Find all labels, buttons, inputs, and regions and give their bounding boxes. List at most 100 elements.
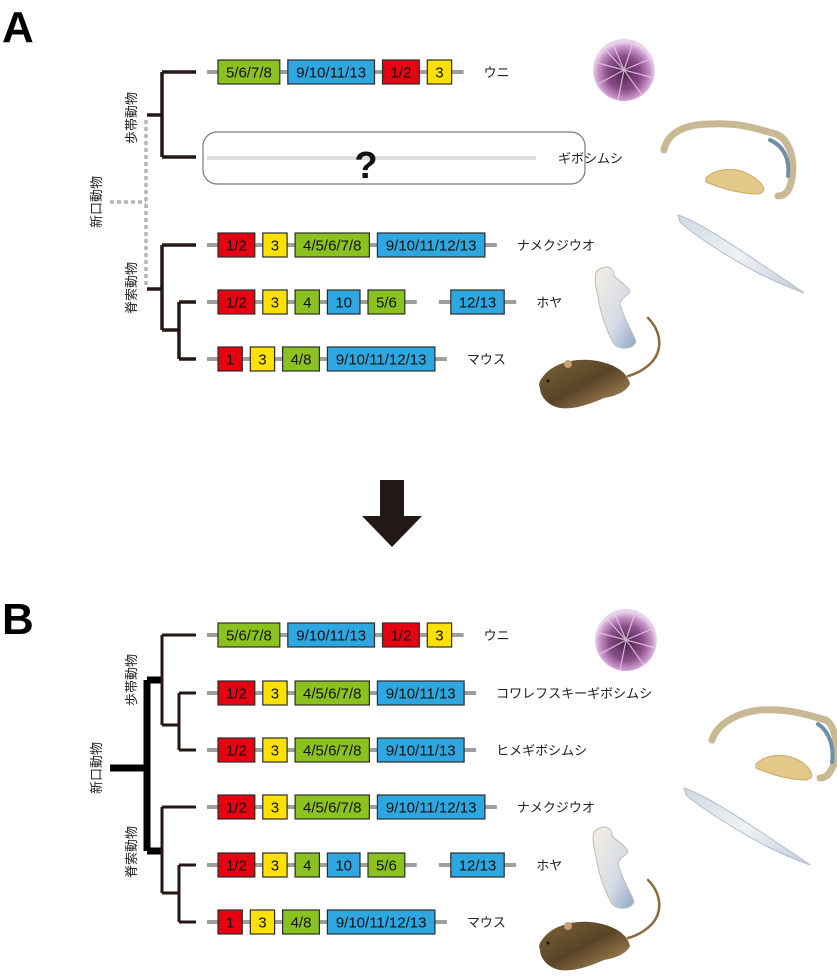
hox-gene-box-yellow: [426, 59, 453, 85]
clade-label-deuterostomes-b: 新口動物: [89, 742, 105, 794]
hox-gene-label: 12/13: [459, 858, 497, 875]
hox-gene-box-blue: [287, 59, 376, 85]
clade-label-chordates-a: 脊索動物: [125, 262, 140, 314]
hox-gene-box-blue: [326, 852, 361, 878]
hox-gene-box-blue: [376, 232, 486, 258]
hox-gene-box-green: [294, 289, 321, 315]
hox-gene-label: 9/10/11/13: [386, 686, 456, 703]
hox-gene-label: 3: [271, 295, 279, 312]
hox-gene-label: 3: [271, 858, 279, 875]
hox-gene-label: 1/2: [226, 858, 247, 875]
hox-gene-label: 12/13: [459, 295, 497, 312]
hox-gene-label: 4/5/6/7/8: [303, 800, 361, 817]
sea-urchin-image-b: [595, 609, 657, 671]
hox-gene-box-blue: [326, 909, 436, 935]
hox-gene-box-red: [217, 346, 243, 372]
hox-gene-label: 4/8: [291, 915, 312, 932]
amphioxus-image-a: [677, 214, 805, 294]
hox-gene-box-blue: [450, 852, 505, 878]
tree-branch-ambulacraria-b: [160, 633, 196, 752]
unknown-question-mark: ?: [354, 145, 377, 187]
hox-gene-box-blue: [287, 622, 376, 648]
species-label: マウス: [467, 916, 506, 931]
species-label-acorn-worm-a: ギボシムシ: [558, 152, 623, 167]
hox-gene-box-green: [294, 852, 321, 878]
hox-gene-box-red: [217, 737, 256, 763]
hox-gene-box-red: [217, 232, 256, 258]
hox-gene-box-yellow: [262, 737, 288, 763]
hox-gene-label: 1/2: [390, 65, 411, 82]
hox-gene-label: 1/2: [226, 686, 247, 703]
hox-gene-label: 1/2: [226, 800, 247, 817]
phylogeny-tree-a: [110, 70, 196, 361]
hox-gene-box-yellow: [262, 680, 288, 706]
hox-gene-label: 9/10/11/13: [296, 628, 366, 645]
hox-gene-box-red: [217, 909, 243, 935]
hox-gene-box-yellow: [262, 794, 288, 820]
hox-gene-label: 1/2: [226, 238, 247, 255]
hox-gene-box-red: [381, 59, 420, 85]
hox-gene-box-blue: [376, 794, 486, 820]
hox-gene-box-green: [294, 737, 371, 763]
hox-gene-label: 9/10/11/12/13: [386, 800, 477, 817]
hox-gene-label: 4: [303, 858, 311, 875]
hox-gene-label: 4/8: [291, 352, 312, 369]
hox-gene-box-blue: [376, 737, 465, 763]
hox-gene-label: 3: [271, 686, 279, 703]
hox-gene-label: 9/10/11/13: [386, 743, 456, 760]
hox-gene-box-green: [367, 852, 406, 878]
hox-gene-label: 3: [271, 800, 279, 817]
hox-gene-box-yellow: [262, 852, 288, 878]
hox-gene-box-red: [217, 289, 256, 315]
hox-gene-box-green: [294, 232, 371, 258]
hox-gene-label: 3: [271, 743, 279, 760]
hox-gene-label: 3: [258, 915, 266, 932]
hox-gene-box-green: [367, 289, 406, 315]
hox-gene-label: 1/2: [226, 743, 247, 760]
hox-gene-label: 1/2: [226, 295, 247, 312]
species-label: コワレフスキーギボシムシ: [496, 687, 652, 702]
hox-gene-box-red: [381, 622, 420, 648]
hox-gene-box-red: [217, 852, 256, 878]
species-label: ナメクジウオ: [517, 239, 595, 254]
tree-branch-chordates-b: [160, 805, 196, 924]
mouse-image-b: [539, 921, 630, 971]
hox-gene-box-green: [282, 909, 321, 935]
hox-gene-label: 9/10/11/13: [296, 65, 366, 82]
hox-gene-label: 5/6/7/8: [226, 628, 272, 645]
hox-gene-label: 1: [226, 352, 234, 369]
amphioxus-image-b: [683, 787, 811, 866]
hox-gene-label: 1/2: [390, 628, 411, 645]
ascidian-image-b: [592, 826, 661, 940]
panel-label-b: B: [2, 595, 34, 644]
hox-gene-label: 10: [335, 295, 352, 312]
tree-branch-deuterostomes-b: [110, 676, 162, 855]
panel-label-a: A: [2, 3, 34, 52]
hox-gene-label: 3: [271, 238, 279, 255]
phylogeny-tree-b: [110, 633, 196, 924]
acorn-worm-image-b: [708, 706, 837, 782]
hox-gene-box-blue: [450, 289, 505, 315]
species-label: ホヤ: [536, 859, 562, 874]
hox-gene-label: 1: [226, 915, 234, 932]
hox-gene-box-yellow: [262, 232, 288, 258]
hox-gene-box-green: [294, 680, 371, 706]
hox-gene-box-blue: [326, 346, 436, 372]
species-label: ウニ: [484, 66, 510, 81]
unknown-genome-box: ? ギボシムシ: [202, 131, 623, 187]
sea-urchin-image-a: [593, 39, 655, 101]
ascidian-image-a: [594, 266, 661, 378]
hox-gene-label: 9/10/11/12/13: [336, 352, 427, 369]
species-label: マウス: [467, 353, 506, 368]
hox-gene-box-blue: [376, 680, 465, 706]
